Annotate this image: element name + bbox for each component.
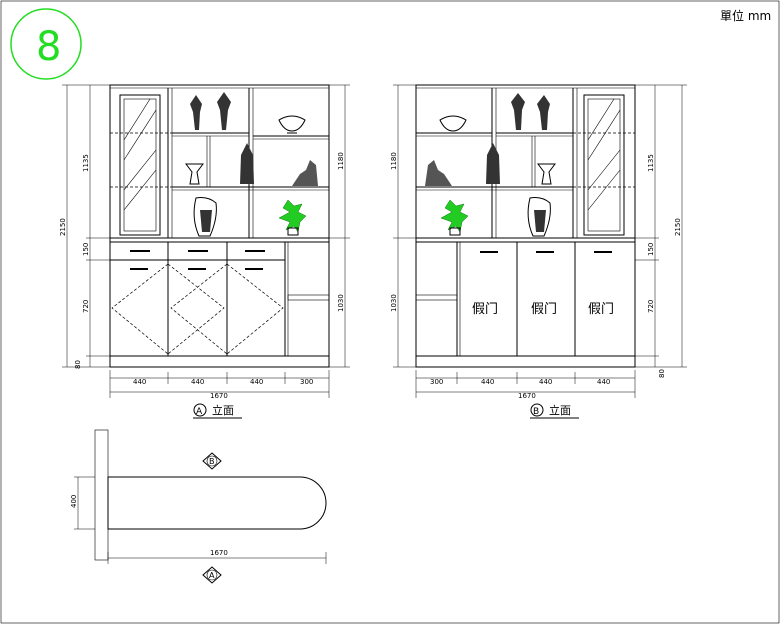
svg-text:B: B: [209, 457, 215, 466]
caption-a-text: 立面: [212, 403, 234, 417]
wall-section: [94, 429, 109, 561]
sheet-number: 8: [36, 24, 61, 70]
sheet-number-badge: 8: [10, 8, 82, 80]
dim-b-seg-2: 440: [481, 378, 494, 386]
dim-a-low-right: 1030: [337, 294, 345, 312]
svg-text:A: A: [209, 571, 215, 580]
dim-a-drawer: 150: [82, 243, 90, 256]
rock-ornament-icon: [292, 160, 318, 186]
view-marker-a: A: [202, 566, 222, 584]
dim-b-upper: 1135: [647, 154, 655, 172]
cabinet-outline-a: [109, 84, 330, 368]
dim-plan-width: 1670: [210, 549, 228, 557]
bowl-icon: [439, 115, 467, 134]
cabinet-outline-b: [415, 84, 636, 368]
dim-a-plinth: 80: [74, 360, 82, 369]
plant-icon: [440, 199, 469, 236]
dim-a-seg-1: 440: [133, 378, 146, 386]
dim-b-total-width: 1670: [518, 392, 536, 400]
figurine-icon: [190, 92, 231, 130]
plan-view: 400 1670 B A: [70, 429, 327, 584]
bowl-icon: [278, 115, 306, 134]
cabinet-plan-outline: [107, 476, 327, 530]
vase-icon: [185, 143, 254, 237]
dim-b-seg-4: 440: [597, 378, 610, 386]
caption-a-letter: A: [196, 407, 203, 417]
dim-plan-depth: 400: [70, 495, 78, 508]
dim-a-total-height: 2150: [59, 218, 67, 236]
dim-a-seg-4: 300: [300, 378, 313, 386]
caption-b-letter: B: [533, 407, 539, 417]
caption-b-text: 立面: [549, 403, 571, 417]
dim-b-seg-1: 300: [430, 378, 443, 386]
plant-icon: [278, 199, 307, 236]
vase-icon: [486, 143, 556, 237]
dim-b-total-height: 2150: [674, 218, 682, 236]
dim-b-door: 720: [647, 300, 655, 313]
rock-ornament-icon: [425, 160, 452, 186]
figurine-icon: [511, 93, 550, 130]
dim-b-upper-left: 1180: [390, 152, 398, 170]
dim-b-low-left: 1030: [390, 294, 398, 312]
view-marker-b: B: [202, 452, 222, 470]
dim-b-drawer: 150: [647, 243, 655, 256]
dim-a-upper-right: 1180: [337, 152, 345, 170]
dim-b-plinth: 80: [658, 369, 666, 378]
units-label: 單位 mm: [720, 8, 771, 23]
fake-door-label-1: 假门: [472, 302, 498, 317]
dim-a-seg-3: 440: [250, 378, 263, 386]
fake-door-label-3: 假门: [588, 302, 614, 317]
dim-a-upper: 1135: [82, 154, 90, 172]
dim-a-door: 720: [82, 300, 90, 313]
dim-a-total-width: 1670: [210, 392, 228, 400]
fake-door-label-2: 假门: [531, 302, 557, 317]
elevation-b: 假门 假门 假门 300: [390, 84, 687, 419]
dim-b-seg-3: 440: [539, 378, 552, 386]
dim-a-seg-2: 440: [191, 378, 204, 386]
elevation-a: 440 440 440 300 1670 2150 1135 150 720 8…: [59, 84, 350, 419]
